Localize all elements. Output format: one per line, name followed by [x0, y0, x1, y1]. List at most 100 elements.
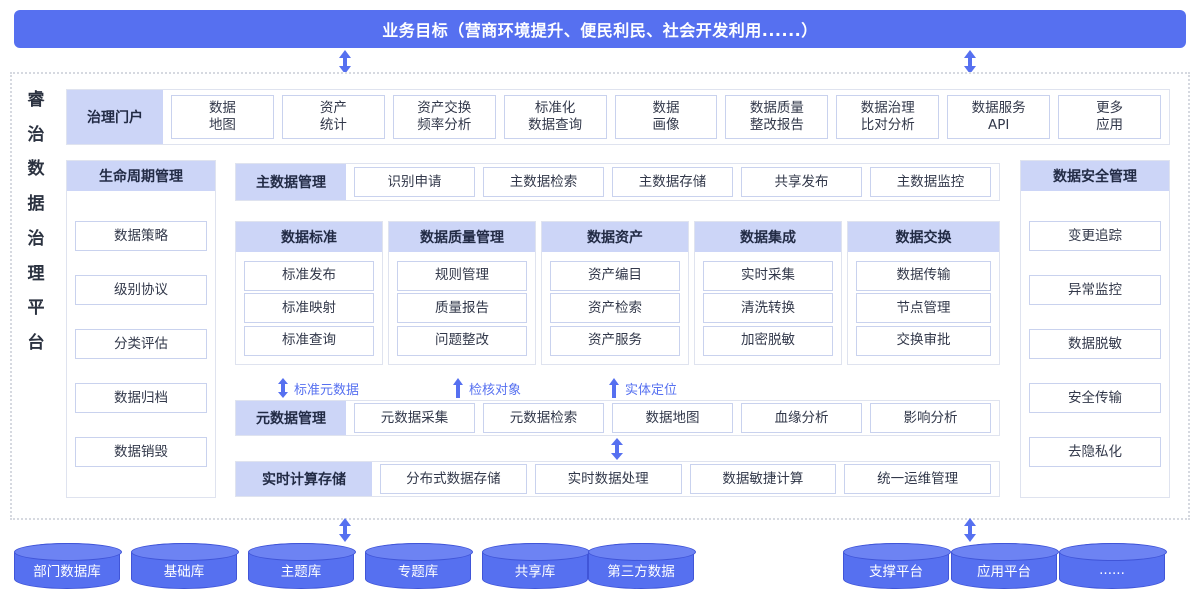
- brand-char: 理: [27, 263, 45, 284]
- data-source-cylinder[interactable]: 第三方数据: [588, 543, 696, 589]
- master-data-item-0[interactable]: 识别申请: [354, 167, 475, 197]
- column-items: 实时采集 清洗转换 加密脱敏: [695, 252, 841, 364]
- security-item-2[interactable]: 数据脱敏: [1029, 329, 1161, 359]
- column-3-item-0[interactable]: 实时采集: [703, 260, 833, 291]
- column-1-item-0[interactable]: 规则管理: [397, 260, 527, 291]
- security-item-4[interactable]: 去隐私化: [1029, 437, 1161, 467]
- annotation-entity-location: 实体定位: [608, 378, 677, 398]
- master-data-item-4[interactable]: 主数据监控: [870, 167, 991, 197]
- security-item-1[interactable]: 异常监控: [1029, 275, 1161, 305]
- metadata-item-2[interactable]: 数据地图: [612, 403, 733, 433]
- source-connector-right: [963, 518, 977, 542]
- metadata-item-4[interactable]: 影响分析: [870, 403, 991, 433]
- master-data-items: 识别申请 主数据检索 主数据存储 共享发布 主数据监控: [346, 164, 999, 200]
- portal-item-8[interactable]: 更多应用: [1058, 95, 1162, 139]
- portal-item-2[interactable]: 资产交换频率分析: [392, 95, 496, 139]
- annotation-label: 标准元数据: [294, 382, 360, 398]
- portal-item-3[interactable]: 标准化数据查询: [503, 95, 607, 139]
- lifecycle-item-0[interactable]: 数据策略: [75, 221, 207, 251]
- data-source-cylinder[interactable]: 专题库: [365, 543, 473, 589]
- realtime-item-2[interactable]: 数据敏捷计算: [689, 464, 837, 494]
- portal-item-5[interactable]: 数据质量整改报告: [725, 95, 829, 139]
- cylinder-label: 主题库: [280, 564, 322, 580]
- realtime-item-3[interactable]: 统一运维管理: [844, 464, 991, 494]
- column-2-item-1[interactable]: 资产检索: [550, 293, 680, 323]
- up-arrow-icon: [453, 378, 463, 398]
- platform-cylinder[interactable]: 支撑平台: [843, 543, 951, 589]
- master-data-row: 主数据管理 识别申请 主数据检索 主数据存储 共享发布 主数据监控: [235, 163, 1000, 201]
- column-1-item-1[interactable]: 质量报告: [397, 293, 527, 323]
- column-items: 规则管理 质量报告 问题整改: [389, 252, 535, 364]
- column-4-item-2[interactable]: 交换审批: [856, 325, 991, 356]
- data-source-cylinder[interactable]: 共享库: [482, 543, 590, 589]
- column-4-item-1[interactable]: 节点管理: [856, 293, 991, 323]
- column-4-item-0[interactable]: 数据传输: [856, 260, 991, 291]
- double-arrow-icon: [278, 378, 288, 398]
- lifecycle-panel: 生命周期管理 数据策略 级别协议 分类评估 数据归档 数据销毁: [66, 160, 216, 498]
- column-0-item-1[interactable]: 标准映射: [244, 293, 374, 323]
- column-title: 数据资产: [542, 222, 688, 252]
- cylinder-label: 第三方数据: [607, 564, 675, 580]
- column-3-item-2[interactable]: 加密脱敏: [703, 325, 833, 356]
- realtime-item-1[interactable]: 实时数据处理: [534, 464, 682, 494]
- master-data-item-2[interactable]: 主数据存储: [612, 167, 733, 197]
- brand-char: 平: [27, 298, 45, 319]
- master-data-item-1[interactable]: 主数据检索: [483, 167, 604, 197]
- brand-char: 睿: [27, 90, 45, 110]
- column-panel-data-standard: 数据标准 标准发布 标准映射 标准查询: [235, 221, 383, 365]
- portal-item-6[interactable]: 数据治理比对分析: [836, 95, 940, 139]
- metadata-item-1[interactable]: 元数据检索: [483, 403, 604, 433]
- metadata-realtime-connector: [610, 438, 624, 460]
- banner-title: 业务目标（营商环境提升、便民利民、社会开发利用......）: [382, 21, 818, 40]
- source-connector-left: [338, 518, 352, 542]
- realtime-item-0[interactable]: 分布式数据存储: [380, 464, 527, 494]
- connector-arrow-left: [338, 50, 352, 74]
- data-source-cylinder[interactable]: 主题库: [248, 543, 356, 589]
- lifecycle-item-4[interactable]: 数据销毁: [75, 437, 207, 467]
- column-0-item-0[interactable]: 标准发布: [244, 260, 374, 291]
- metadata-item-3[interactable]: 血缘分析: [741, 403, 862, 433]
- column-3-item-1[interactable]: 清洗转换: [703, 293, 833, 323]
- brand-char: 台: [27, 332, 45, 353]
- data-source-cylinder[interactable]: 部门数据库: [14, 543, 122, 589]
- annotation-check-object: 检核对象: [452, 378, 521, 398]
- platform-cylinder[interactable]: ......: [1059, 543, 1167, 589]
- column-panel-data-asset: 数据资产 资产编目 资产检索 资产服务: [541, 221, 689, 365]
- annotation-standard-metadata: 标准元数据: [277, 378, 359, 398]
- portal-item-0[interactable]: 数据地图: [171, 95, 274, 139]
- security-item-0[interactable]: 变更追踪: [1029, 221, 1161, 251]
- column-2-item-0[interactable]: 资产编目: [550, 260, 680, 291]
- metadata-item-0[interactable]: 元数据采集: [354, 403, 475, 433]
- column-title: 数据交换: [848, 222, 999, 252]
- annotation-label: 实体定位: [625, 382, 678, 398]
- brand-char: 据: [27, 194, 45, 215]
- column-2-item-2[interactable]: 资产服务: [550, 325, 680, 356]
- cylinder-label: 应用平台: [977, 564, 1031, 580]
- security-item-3[interactable]: 安全传输: [1029, 383, 1161, 413]
- portal-item-1[interactable]: 资产统计: [281, 95, 385, 139]
- data-source-cylinder[interactable]: 基础库: [131, 543, 239, 589]
- portal-item-4[interactable]: 数据画像: [614, 95, 718, 139]
- column-items: 资产编目 资产检索 资产服务: [542, 252, 688, 364]
- realtime-items: 分布式数据存储 实时数据处理 数据敏捷计算 统一运维管理: [372, 462, 999, 496]
- master-data-item-3[interactable]: 共享发布: [741, 167, 862, 197]
- up-arrow-icon: [609, 378, 619, 398]
- platform-cylinder[interactable]: 应用平台: [951, 543, 1059, 589]
- column-title: 数据质量管理: [389, 222, 535, 252]
- lifecycle-item-1[interactable]: 级别协议: [75, 275, 207, 305]
- column-0-item-2[interactable]: 标准查询: [244, 325, 374, 356]
- lifecycle-item-2[interactable]: 分类评估: [75, 329, 207, 359]
- master-data-label: 主数据管理: [236, 164, 346, 200]
- lifecycle-items: 数据策略 级别协议 分类评估 数据归档 数据销毁: [67, 191, 215, 497]
- metadata-items: 元数据采集 元数据检索 数据地图 血缘分析 影响分析: [346, 401, 999, 435]
- portal-label: 治理门户: [67, 90, 163, 144]
- platform-brand-vertical: 睿 治 数 据 治 理 平 台: [18, 92, 54, 352]
- lifecycle-title: 生命周期管理: [67, 161, 215, 191]
- metadata-label: 元数据管理: [236, 401, 346, 435]
- column-items: 标准发布 标准映射 标准查询: [236, 252, 382, 364]
- lifecycle-item-3[interactable]: 数据归档: [75, 383, 207, 413]
- column-1-item-2[interactable]: 问题整改: [397, 325, 527, 356]
- security-title: 数据安全管理: [1021, 161, 1169, 191]
